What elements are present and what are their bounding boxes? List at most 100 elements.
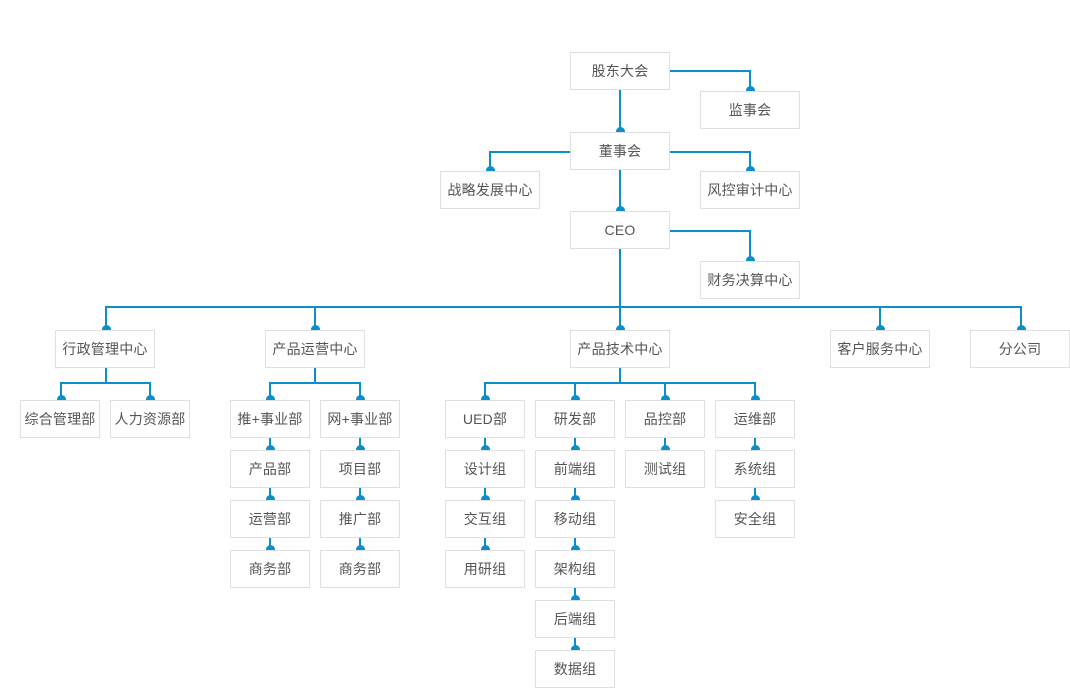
connector-dot — [750, 395, 760, 404]
org-node-n35[interactable]: 研发部 — [535, 400, 615, 438]
connector-dot — [355, 545, 365, 554]
org-node-n33[interactable]: 交互组 — [445, 500, 525, 538]
org-node-n05[interactable]: 风控审计中心 — [700, 171, 800, 209]
connector-line — [619, 368, 621, 382]
connector-line — [489, 151, 620, 153]
connector-line — [754, 488, 756, 500]
connector-dot — [570, 445, 580, 454]
connector-dot — [355, 495, 365, 504]
connector-dot — [480, 545, 490, 554]
connector-line — [314, 368, 316, 382]
connector-line — [1020, 306, 1022, 330]
connector-line — [359, 438, 361, 450]
org-node-n28[interactable]: 商务部 — [320, 550, 400, 588]
connector-dot — [480, 395, 490, 404]
org-node-n40[interactable]: 数据组 — [535, 650, 615, 688]
connector-line — [314, 306, 316, 330]
org-node-n12[interactable]: 人力资源部 — [110, 400, 190, 438]
org-node-n03[interactable]: 董事会 — [570, 132, 670, 170]
org-node-n10[interactable]: 行政管理中心 — [55, 330, 155, 368]
connector-dot — [660, 445, 670, 454]
connector-dot — [56, 395, 66, 404]
org-node-n38[interactable]: 架构组 — [535, 550, 615, 588]
org-node-n60[interactable]: 分公司 — [970, 330, 1070, 368]
org-node-n01[interactable]: 股东大会 — [570, 52, 670, 90]
connector-dot — [615, 127, 625, 136]
org-node-n06[interactable]: CEO — [570, 211, 670, 249]
connector-dot — [570, 545, 580, 554]
org-node-n34[interactable]: 用研组 — [445, 550, 525, 588]
org-node-n11[interactable]: 综合管理部 — [20, 400, 100, 438]
connector-dot — [875, 325, 885, 334]
org-node-n07[interactable]: 财务决算中心 — [700, 261, 800, 299]
connector-dot — [570, 595, 580, 604]
connector-line — [489, 151, 491, 171]
connector-dot — [485, 166, 495, 175]
org-node-n21[interactable]: 推+事业部 — [230, 400, 310, 438]
connector-line — [670, 70, 750, 72]
connector-dot — [145, 395, 155, 404]
connector-line — [484, 382, 755, 384]
connector-line — [574, 438, 576, 450]
org-node-n41[interactable]: 品控部 — [625, 400, 705, 438]
org-node-n20[interactable]: 产品运营中心 — [265, 330, 365, 368]
connector-dot — [480, 495, 490, 504]
connector-line — [269, 488, 271, 500]
connector-line — [105, 368, 107, 382]
org-node-n45[interactable]: 安全组 — [715, 500, 795, 538]
connector-dot — [745, 86, 755, 95]
connector-line — [105, 306, 1021, 308]
connector-line — [574, 588, 576, 600]
org-node-n39[interactable]: 后端组 — [535, 600, 615, 638]
org-node-n25[interactable]: 网+事业部 — [320, 400, 400, 438]
org-node-n22[interactable]: 产品部 — [230, 450, 310, 488]
connector-dot — [750, 495, 760, 504]
connector-dot — [745, 166, 755, 175]
connector-dot — [570, 495, 580, 504]
connector-line — [879, 306, 881, 330]
connector-line — [269, 382, 360, 384]
connector-dot — [615, 325, 625, 334]
org-node-n26[interactable]: 项目部 — [320, 450, 400, 488]
org-node-n50[interactable]: 客户服务中心 — [830, 330, 930, 368]
connector-line — [619, 306, 621, 330]
org-node-n02[interactable]: 监事会 — [700, 91, 800, 129]
org-node-n04[interactable]: 战略发展中心 — [440, 171, 540, 209]
connector-dot — [355, 445, 365, 454]
connector-dot — [570, 645, 580, 654]
connector-line — [619, 170, 621, 211]
connector-dot — [660, 395, 670, 404]
org-node-n42[interactable]: 测试组 — [625, 450, 705, 488]
org-node-n37[interactable]: 移动组 — [535, 500, 615, 538]
connector-line — [484, 382, 486, 400]
connector-line — [749, 151, 751, 171]
connector-line — [60, 382, 62, 400]
connector-line — [484, 488, 486, 500]
connector-line — [574, 638, 576, 650]
connector-dot — [355, 395, 365, 404]
connector-line — [269, 538, 271, 550]
connector-line — [574, 538, 576, 550]
connector-dot — [480, 445, 490, 454]
org-node-n44[interactable]: 系统组 — [715, 450, 795, 488]
org-node-n23[interactable]: 运营部 — [230, 500, 310, 538]
connector-line — [619, 90, 621, 132]
connector-line — [664, 382, 666, 400]
connector-line — [754, 382, 756, 400]
connector-line — [664, 438, 666, 450]
org-node-n24[interactable]: 商务部 — [230, 550, 310, 588]
connector-dot — [101, 325, 111, 334]
connector-line — [484, 538, 486, 550]
org-node-n31[interactable]: UED部 — [445, 400, 525, 438]
connector-dot — [570, 395, 580, 404]
org-node-n32[interactable]: 设计组 — [445, 450, 525, 488]
org-node-n30[interactable]: 产品技术中心 — [570, 330, 670, 368]
org-node-n36[interactable]: 前端组 — [535, 450, 615, 488]
connector-line — [269, 438, 271, 450]
connector-dot — [310, 325, 320, 334]
org-node-n27[interactable]: 推广部 — [320, 500, 400, 538]
connector-line — [359, 382, 361, 400]
connector-line — [574, 488, 576, 500]
org-node-n43[interactable]: 运维部 — [715, 400, 795, 438]
